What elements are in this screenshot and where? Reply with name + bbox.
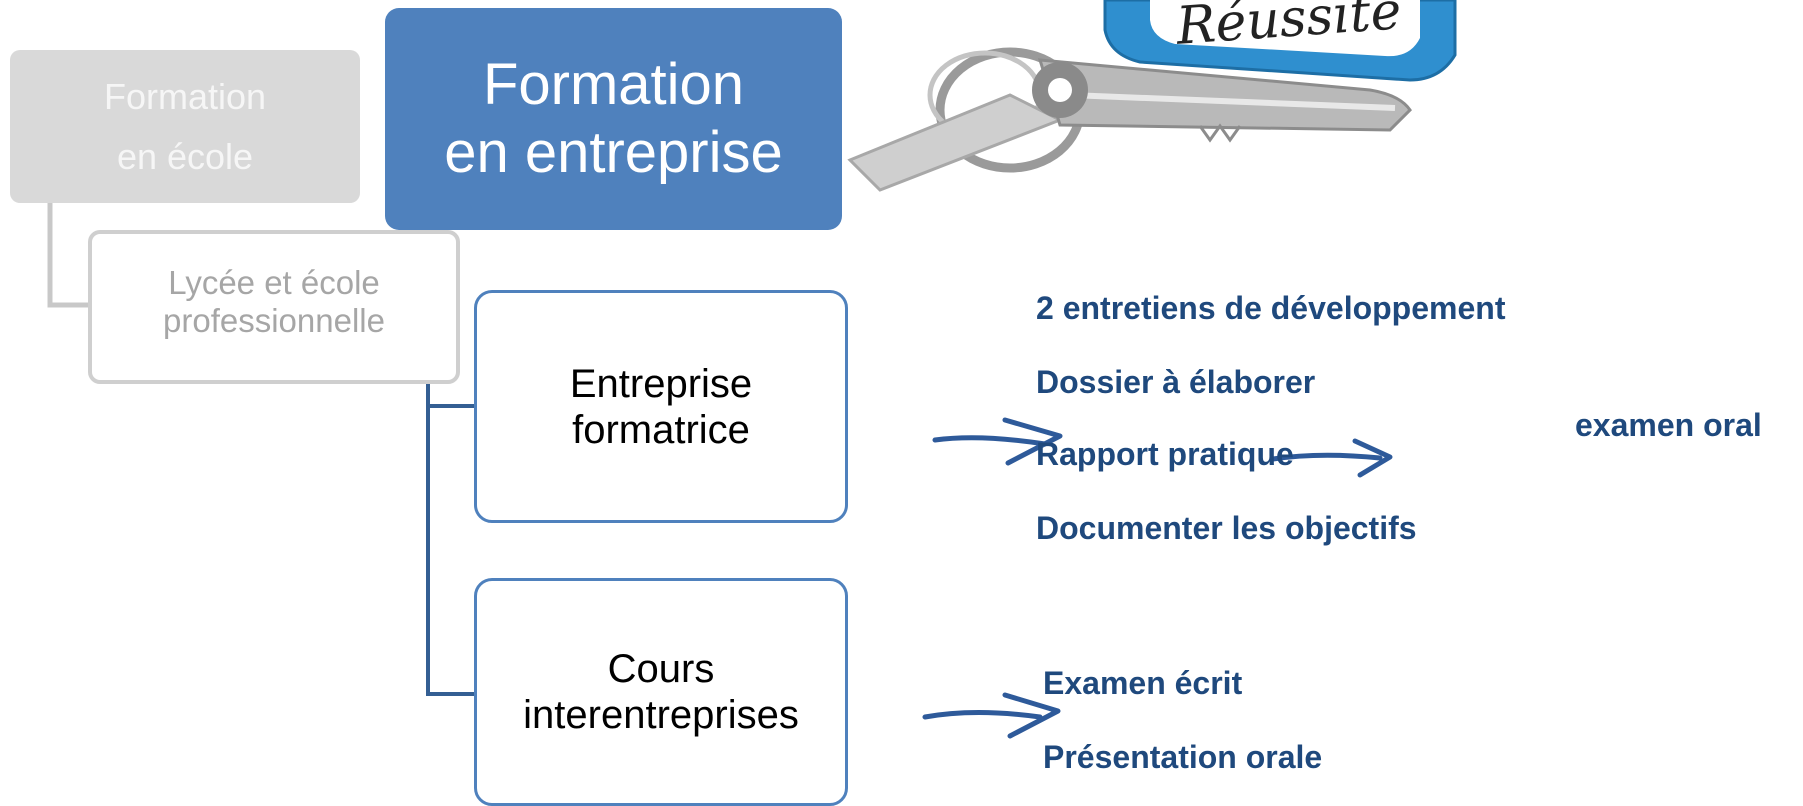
list-item: Examen écrit (1043, 665, 1243, 701)
list-item: 2 entretiens de développement (1036, 290, 1506, 326)
arrow-employer-head (1002, 417, 1063, 466)
node-label-line2: en entreprise (444, 120, 783, 185)
report-result-label: examen oral (1575, 407, 1762, 443)
arrow-report-shaft (1270, 452, 1383, 462)
node-label-line1: Formation (103, 75, 267, 117)
arrow-courses-shaft (922, 710, 1043, 720)
node-label-line2: en école (116, 135, 254, 177)
node-label-line2: formatrice (572, 407, 750, 452)
list-item: Présentation orale (1043, 739, 1323, 775)
key-image: Réussite (847, 0, 1457, 192)
node-label-line1: Cours (607, 647, 715, 691)
node-lycee-ecole-professionnelle: Lycée et école professionnelle (88, 230, 460, 384)
node-formation-en-entreprise: Formation en entreprise (385, 8, 842, 230)
node-label-line2: interentreprises (523, 693, 799, 737)
node-cours-interentreprises: Cours interentreprises (474, 578, 848, 806)
list-item: Documenter les objectifs (1036, 510, 1417, 546)
list-item: Dossier à élaborer (1036, 364, 1316, 400)
node-label-line2: professionnelle (163, 302, 385, 339)
node-formation-en-ecole: Formation en école (10, 50, 360, 203)
arrow-report-head (1352, 438, 1393, 478)
list-item: Rapport pratique (1036, 436, 1294, 472)
node-label-line1: Formation (482, 52, 745, 117)
connector-school-lycee (47, 203, 88, 308)
connector-company-courses (426, 230, 474, 696)
node-label-line1: Lycée et école (168, 264, 380, 301)
node-entreprise-formatrice: Entreprise formatrice (474, 290, 848, 523)
arrow-employer-shaft (932, 435, 1048, 447)
node-label-line1: Entreprise (569, 361, 753, 406)
arrow-courses-head (1002, 692, 1061, 739)
